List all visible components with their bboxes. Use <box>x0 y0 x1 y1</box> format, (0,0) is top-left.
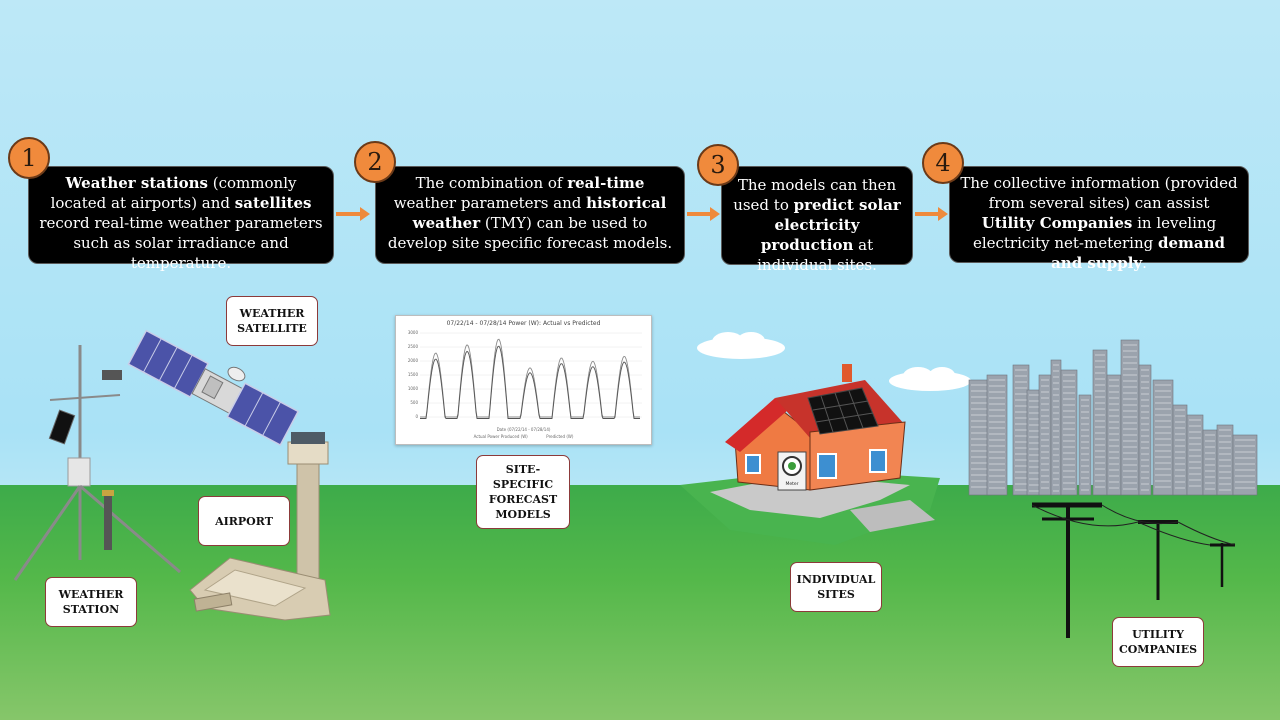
arrow-2-to-3 <box>687 207 720 221</box>
city-building <box>1186 414 1204 496</box>
forecast-chart-y-tick: 500 <box>410 400 418 405</box>
step-4-box: The collective information (provided fro… <box>949 166 1249 272</box>
arrow-1-to-2 <box>336 207 370 221</box>
step-4-text-part: demand and supply <box>1051 234 1226 272</box>
satellite-illustration <box>127 329 300 446</box>
city-building <box>986 374 1008 496</box>
step-1-badge: 1 <box>8 137 50 179</box>
step-3-text-part: The models can then used to <box>733 176 897 214</box>
forecast-chart-y-tick: 1000 <box>407 386 418 391</box>
legend-predicted: Predicted (W) <box>546 434 574 439</box>
meter-text: Meter <box>785 481 798 487</box>
predicted-power-line <box>420 345 640 419</box>
step-2-text-part: real-time <box>567 174 645 192</box>
step-3-text-part: at individual sites. <box>757 236 877 274</box>
forecast-chart-x-caption: Date (07/22/14 - 07/28/14) <box>496 427 551 432</box>
label-weather-station: WEATHER STATION <box>45 577 137 627</box>
house-illustration: Meter <box>680 364 940 545</box>
label-airport: AIRPORT <box>198 496 290 546</box>
forecast-chart-thumbnail: 07/22/14 - 07/28/14 Power (W): Actual vs… <box>395 315 652 445</box>
forecast-chart-title: 07/22/14 - 07/28/14 Power (W): Actual vs… <box>446 320 601 327</box>
step-1-box: Weather stations (commonly located at ai… <box>28 166 334 272</box>
step-1-text-part: satellites <box>234 194 312 212</box>
forecast-chart-legend: Actual Power Produced (W) Predicted (W) <box>396 434 651 439</box>
forecast-chart-plot <box>420 332 642 419</box>
step-4-text-part: . <box>1142 254 1147 272</box>
cloud-left <box>697 332 785 359</box>
step-2-box: The combination of real-time weather par… <box>375 166 685 264</box>
city-building <box>1202 429 1218 496</box>
step-2-text-part: The combination of <box>415 174 568 192</box>
airport-illustration <box>189 432 331 621</box>
step-2-badge: 2 <box>354 141 396 183</box>
label-forecast-models: SITE- SPECIFIC FORECAST MODELS <box>476 455 570 529</box>
city-building <box>1106 374 1122 496</box>
utility-poles-illustration <box>1031 502 1236 638</box>
label-weather-satellite: WEATHER SATELLITE <box>226 296 318 346</box>
arrow-3-to-4 <box>915 207 948 221</box>
forecast-chart-y-tick: 0 <box>415 414 418 419</box>
city-building <box>1092 349 1108 496</box>
step-3-box: The models can then used to predict sola… <box>721 166 913 274</box>
step-1-text-part: (commonly located at airports) and <box>50 174 297 212</box>
step-4-text-part: in leveling electricity net-metering <box>972 214 1217 252</box>
city-skyline-illustration <box>968 339 1258 496</box>
step-3-badge: 3 <box>697 144 739 186</box>
forecast-chart-y-tick: 1500 <box>407 372 418 377</box>
city-building <box>1038 374 1052 496</box>
step-2-text-part: weather parameters and <box>393 194 587 212</box>
forecast-chart-y-tick: 3000 <box>407 330 418 335</box>
step-4-text-part: The collective information (provided fro… <box>960 174 1238 212</box>
weather-station-illustration <box>13 345 181 581</box>
label-individual-sites: INDIVIDUAL SITES <box>790 562 882 612</box>
forecast-chart-y-tick: 2500 <box>407 344 418 349</box>
city-building <box>1050 359 1062 496</box>
cloud-right <box>889 367 971 391</box>
step-1-text-part: record real-time weather parameters such… <box>39 214 323 272</box>
city-building <box>1078 394 1092 496</box>
legend-actual: Actual Power Produced (W) <box>473 434 528 439</box>
step-4-text-part: Utility Companies <box>981 214 1133 232</box>
step-2-text-part: historical weather <box>412 194 667 232</box>
step-1-text-part: Weather stations <box>65 174 208 192</box>
city-building <box>1232 434 1258 496</box>
step-3-text-part: predict solar electricity production <box>760 196 901 254</box>
step-2-text-part: (TMY) can be used to develop site specif… <box>387 214 673 252</box>
city-building <box>1060 369 1078 496</box>
step-4-badge: 4 <box>922 142 964 184</box>
actual-power-line <box>420 338 640 418</box>
forecast-chart-y-tick: 2000 <box>407 358 418 363</box>
label-utility-companies: UTILITY COMPANIES <box>1112 617 1204 667</box>
